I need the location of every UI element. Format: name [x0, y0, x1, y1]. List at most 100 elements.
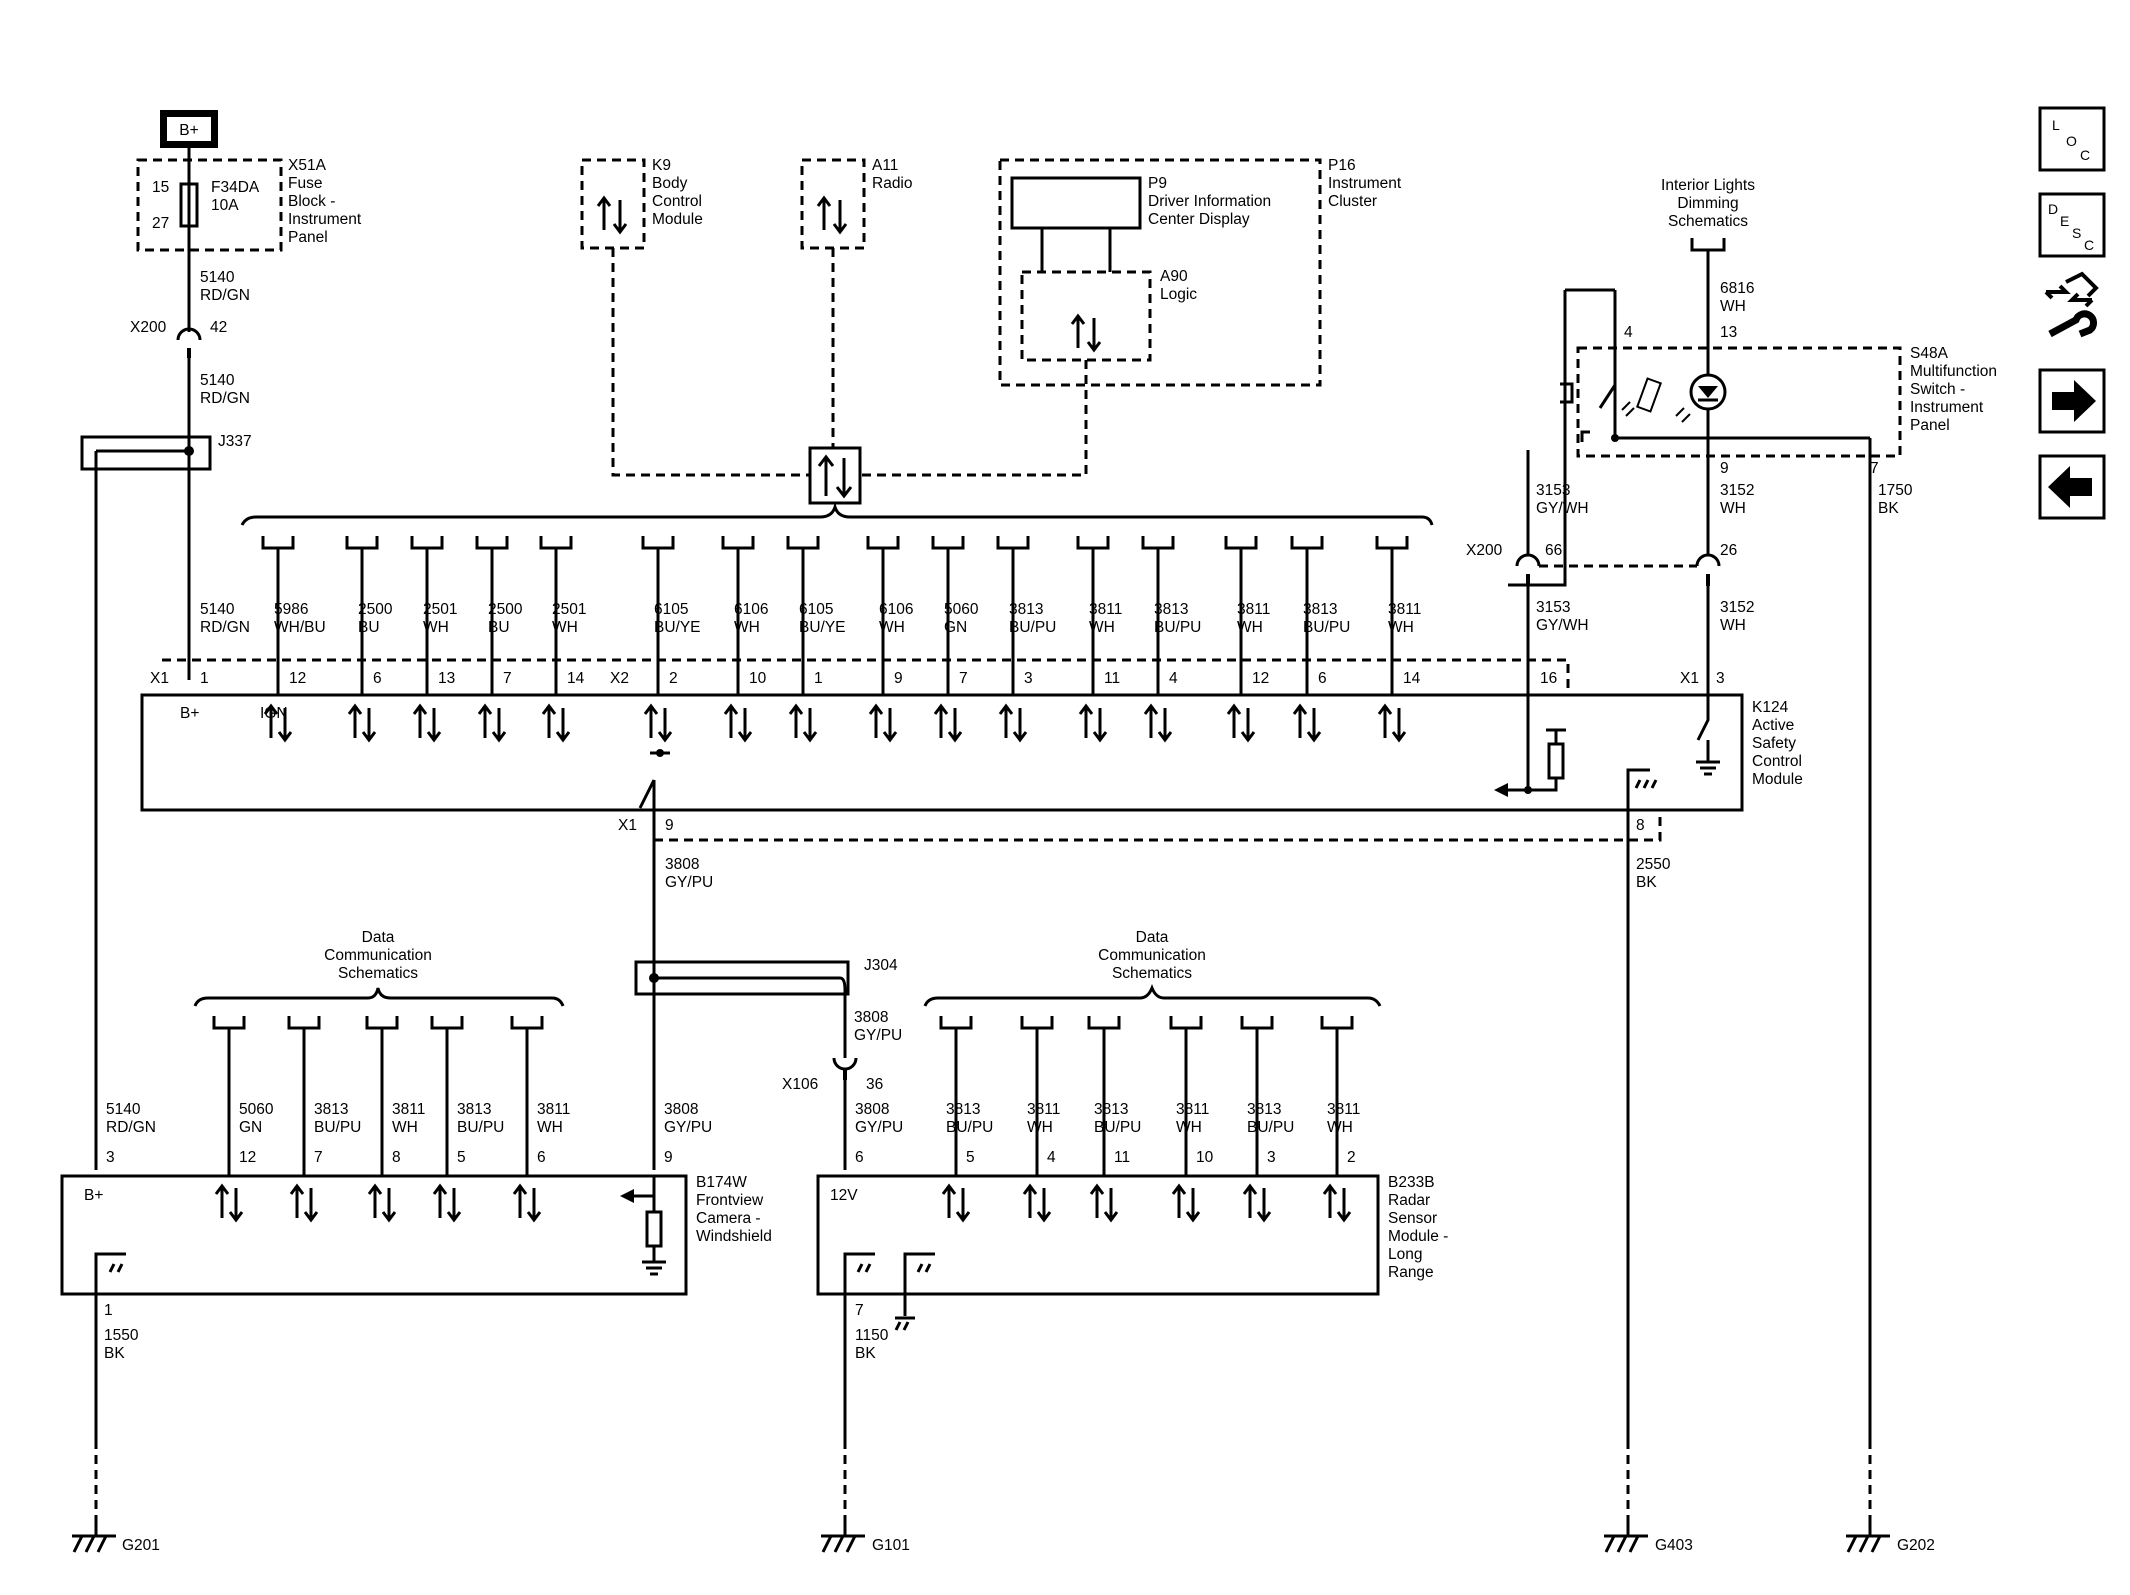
svg-text:BK: BK	[855, 1345, 876, 1362]
svg-text:Module: Module	[1752, 771, 1803, 788]
svg-text:3152: 3152	[1720, 599, 1754, 616]
bus-connector-icon	[1375, 536, 1409, 550]
wire-circuit-number: 3808	[855, 1101, 889, 1118]
svg-text:Safety: Safety	[1752, 735, 1796, 752]
wire-color: BU/PU	[1247, 1119, 1294, 1136]
svg-text:X1: X1	[618, 817, 637, 834]
bus-connector-icon	[996, 536, 1030, 550]
svg-text:Switch -: Switch -	[1910, 381, 1965, 398]
wire-circuit-number: 2500	[358, 601, 393, 618]
svg-text:4: 4	[1624, 324, 1633, 341]
fuse-f34da	[179, 182, 199, 228]
svg-text:Multifunction: Multifunction	[1910, 363, 1997, 380]
bidirectional-data-icon	[263, 703, 293, 743]
wire-color: BU	[488, 619, 510, 636]
logic-a90	[1020, 270, 1152, 362]
wire-color: BU/YE	[799, 619, 846, 636]
connector-wrench-icon[interactable]	[2044, 271, 2099, 338]
pin-number: 6	[1318, 670, 1327, 687]
wire-color: BU	[358, 619, 380, 636]
forward-arrow-icon[interactable]	[2038, 368, 2106, 434]
wire-color: WH	[1237, 619, 1263, 636]
svg-text:X2: X2	[610, 670, 629, 687]
wire-circuit-number: 6106	[734, 601, 768, 618]
svg-text:Frontview: Frontview	[696, 1192, 764, 1209]
bus-connector-icon	[475, 536, 509, 550]
back-arrow-icon[interactable]	[2038, 454, 2106, 520]
pin-number: 12	[239, 1149, 256, 1166]
description-button[interactable]: D E S C	[2038, 192, 2106, 258]
svg-text:B+: B+	[180, 705, 199, 722]
svg-text:G201: G201	[122, 1537, 160, 1554]
svg-text:GY/PU: GY/PU	[665, 874, 713, 891]
bus-connector-icon	[510, 1016, 544, 1030]
pin-number: 4	[1047, 1149, 1056, 1166]
svg-text:Panel: Panel	[1910, 417, 1950, 434]
pin-number: 9	[664, 1149, 673, 1166]
svg-text:B+: B+	[84, 1187, 103, 1204]
svg-text:GY/WH: GY/WH	[1536, 500, 1589, 517]
module-s48a-label: S48A Multifunction Switch - Instrument P…	[1910, 345, 1997, 434]
svg-text:Instrument: Instrument	[288, 211, 362, 228]
location-button[interactable]: L O C	[2038, 106, 2106, 172]
svg-text:K9: K9	[652, 157, 671, 174]
svg-text:5140: 5140	[200, 269, 235, 286]
connector-x200-66	[1515, 553, 1541, 586]
svg-text:S: S	[2072, 225, 2081, 241]
wire-color: WH	[734, 619, 760, 636]
svg-text:7: 7	[855, 1302, 864, 1319]
wire-color: GN	[944, 619, 967, 636]
svg-text:Sensor: Sensor	[1388, 1210, 1437, 1227]
svg-text:9: 9	[665, 817, 674, 834]
svg-text:10A: 10A	[211, 197, 239, 214]
bus-connector-icon	[1320, 1016, 1354, 1030]
bidirectional-data-icon	[477, 703, 507, 743]
svg-text:WH: WH	[1720, 298, 1746, 315]
bus-connector-icon	[1224, 536, 1258, 550]
pin-number: 6	[855, 1149, 864, 1166]
switch-contact-icon	[1508, 288, 1870, 587]
svg-text:3808: 3808	[854, 1009, 888, 1026]
pin-number: 5	[966, 1149, 975, 1166]
wire-color: BU/YE	[654, 619, 701, 636]
wire-color: GY/PU	[664, 1119, 712, 1136]
svg-text:Instrument: Instrument	[1910, 399, 1984, 416]
pin-number: 9	[894, 670, 903, 687]
bus-connector-icon	[1240, 1016, 1274, 1030]
wire-color: BU/PU	[1009, 619, 1056, 636]
bidirectional-data-icon	[1242, 1183, 1272, 1223]
bidirectional-data-icon	[998, 703, 1028, 743]
k124-internal-circuits	[638, 695, 1720, 810]
svg-text:IGN: IGN	[260, 705, 288, 722]
svg-text:BK: BK	[1878, 500, 1899, 517]
svg-text:6816: 6816	[1720, 280, 1754, 297]
bus-connector-icon	[931, 536, 965, 550]
wire-circuit-number: 3811	[1237, 601, 1270, 618]
bus-connector-icon	[641, 536, 675, 550]
svg-text:K124: K124	[1752, 699, 1789, 716]
svg-text:RD/GN: RD/GN	[200, 287, 250, 304]
ground-g202: G202	[1846, 1440, 1935, 1554]
svg-text:Logic: Logic	[1160, 286, 1197, 303]
wire-circuit-number: 2501	[552, 601, 586, 618]
wire-circuit-number: 3811	[1027, 1101, 1060, 1118]
b174w-wire-group: 5140RD/GN35060GN123813BU/PU73811WH83813B…	[106, 1016, 712, 1223]
svg-text:X106: X106	[782, 1076, 818, 1093]
data-comm-ref-left: Data Communication Schematics	[193, 929, 565, 1007]
svg-text:12V: 12V	[830, 1187, 858, 1204]
wire-circuit-number: 3808	[664, 1101, 698, 1118]
ground-g201: G201	[72, 1440, 160, 1554]
wire-color: WH	[1089, 619, 1115, 636]
wire-circuit-number: 3813	[1154, 601, 1188, 618]
svg-text:GY/PU: GY/PU	[854, 1027, 902, 1044]
k124-wire-group: 5140RD/GN15986WH/BU122500BU62501WH132500…	[200, 536, 1421, 743]
